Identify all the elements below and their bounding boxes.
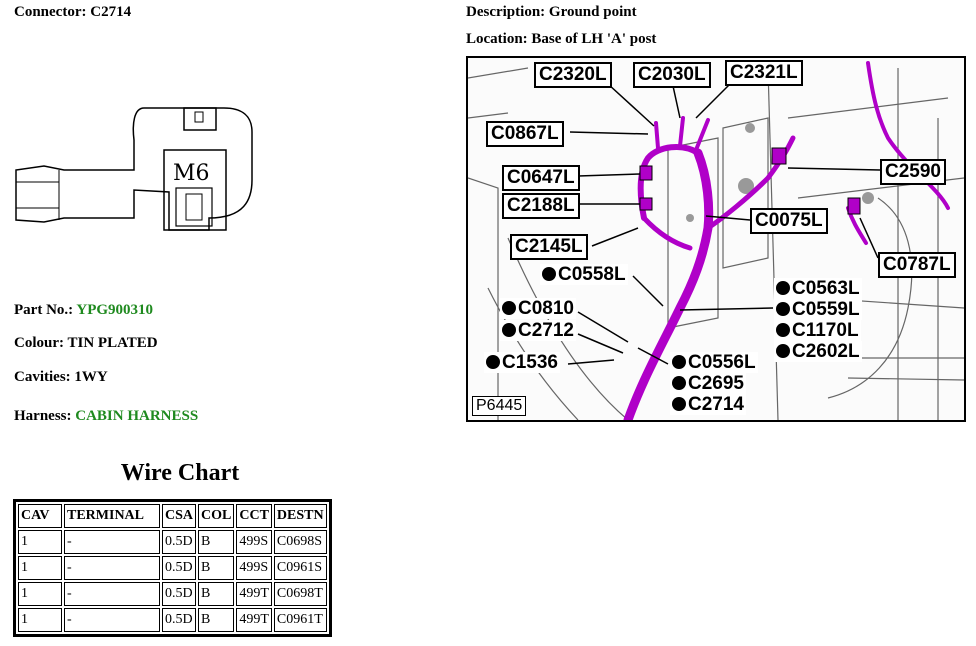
connector-line: Connector: C2714 bbox=[14, 4, 131, 21]
cell-destn: C0961S bbox=[273, 556, 327, 580]
cell-destn: C0961T bbox=[273, 608, 327, 632]
callout-c2320l: C2320L bbox=[534, 62, 612, 88]
cell-col: B bbox=[198, 608, 235, 632]
callout-c2188l: C2188L bbox=[502, 193, 580, 219]
dot-marker bbox=[776, 344, 790, 358]
cell-terminal: - bbox=[64, 608, 160, 632]
cell-destn: C0698S bbox=[273, 530, 327, 554]
callout-c2590: C2590 bbox=[880, 159, 946, 185]
colour-line: Colour: TIN PLATED bbox=[14, 335, 158, 352]
dot-marker bbox=[502, 301, 516, 315]
dot-marker bbox=[776, 323, 790, 337]
dot-marker bbox=[672, 355, 686, 369]
cell-cav: 1 bbox=[18, 608, 62, 632]
drawing-m6-text: M6 bbox=[173, 161, 210, 186]
wire-chart-table: CAV TERMINAL CSA COL CCT DESTN 1 - 0.5D … bbox=[13, 499, 332, 637]
plate-number: P6445 bbox=[472, 396, 527, 416]
location-illustration bbox=[468, 61, 964, 420]
cell-terminal: - bbox=[64, 556, 160, 580]
cell-col: B bbox=[198, 556, 235, 580]
part-label: Part No.: bbox=[14, 302, 74, 318]
location-value: Base of LH 'A' post bbox=[531, 31, 657, 47]
location-line: Location: Base of LH 'A' post bbox=[466, 31, 656, 48]
dot-marker bbox=[486, 355, 500, 369]
harness-label: Harness: bbox=[14, 408, 72, 424]
callout-c0787l: C0787L bbox=[878, 252, 956, 278]
dot-marker bbox=[502, 323, 516, 337]
cell-csa: 0.5D bbox=[162, 582, 197, 606]
cell-col: B bbox=[198, 530, 235, 554]
cell-cct: 499S bbox=[236, 530, 272, 554]
cell-cct: 499T bbox=[236, 608, 272, 632]
colour-value: TIN PLATED bbox=[67, 335, 158, 351]
cell-cav: 1 bbox=[18, 582, 62, 606]
dot-marker bbox=[542, 267, 556, 281]
cell-csa: 0.5D bbox=[162, 556, 197, 580]
dot-callout-c1536: C1536 bbox=[484, 352, 560, 373]
part-line: Part No.: YPG900310 bbox=[14, 302, 153, 319]
dot-callout-c0558l: C0558L bbox=[540, 264, 628, 285]
callout-c2030l: C2030L bbox=[633, 62, 711, 88]
dot-callout-c2712: C2712 bbox=[500, 320, 576, 341]
col-terminal: TERMINAL bbox=[64, 504, 160, 528]
cavities-label: Cavities: bbox=[14, 369, 71, 385]
harness-line: Harness: CABIN HARNESS bbox=[14, 408, 198, 425]
dot-callout-c1170l: C1170L bbox=[774, 320, 861, 341]
cell-cct: 499T bbox=[236, 582, 272, 606]
table-row: 1 - 0.5D B 499S C0961S bbox=[18, 556, 327, 580]
part-number-link[interactable]: YPG900310 bbox=[76, 302, 154, 318]
dot-marker bbox=[672, 376, 686, 390]
cell-col: B bbox=[198, 582, 235, 606]
dot-callout-c2602l: C2602L bbox=[774, 341, 862, 362]
dot-callout-c0563l: C0563L bbox=[774, 278, 862, 299]
callout-c2145l: C2145L bbox=[510, 234, 588, 260]
col-col: COL bbox=[198, 504, 235, 528]
harness-link[interactable]: CABIN HARNESS bbox=[75, 408, 199, 424]
cavities-line: Cavities: 1WY bbox=[14, 369, 108, 386]
table-row: 1 - 0.5D B 499S C0698S bbox=[18, 530, 327, 554]
description-line: Description: Ground point bbox=[466, 4, 637, 21]
cell-terminal: - bbox=[64, 530, 160, 554]
connector-label: Connector: bbox=[14, 4, 87, 20]
cell-terminal: - bbox=[64, 582, 160, 606]
col-csa: CSA bbox=[162, 504, 197, 528]
col-cct: CCT bbox=[236, 504, 272, 528]
col-destn: DESTN bbox=[273, 504, 327, 528]
dot-marker bbox=[776, 281, 790, 295]
cell-cav: 1 bbox=[18, 556, 62, 580]
dot-callout-c0810: C0810 bbox=[500, 298, 576, 319]
wire-chart-title: Wire Chart bbox=[120, 460, 240, 486]
location-photo: C2320L C2030L C2321L C0867L C2590 C0647L… bbox=[466, 56, 966, 422]
connector-value: C2714 bbox=[90, 4, 132, 20]
connector-drawing: M6 bbox=[15, 107, 253, 231]
callout-c0075l: C0075L bbox=[750, 208, 828, 234]
cell-cav: 1 bbox=[18, 530, 62, 554]
dot-callout-c0556l: C0556L bbox=[670, 352, 758, 373]
colour-label: Colour: bbox=[14, 335, 64, 351]
cell-csa: 0.5D bbox=[162, 530, 197, 554]
col-cav: CAV bbox=[18, 504, 62, 528]
callout-c0647l: C0647L bbox=[502, 165, 580, 191]
dot-marker bbox=[776, 302, 790, 316]
location-label: Location: bbox=[466, 31, 528, 47]
description-label: Description: bbox=[466, 4, 546, 20]
cell-csa: 0.5D bbox=[162, 608, 197, 632]
dot-callout-c0559l: C0559L bbox=[774, 299, 862, 320]
table-row: 1 - 0.5D B 499T C0698T bbox=[18, 582, 327, 606]
callout-c0867l: C0867L bbox=[486, 121, 564, 147]
dot-callout-c2714: C2714 bbox=[670, 394, 746, 415]
wire-chart-header-row: CAV TERMINAL CSA COL CCT DESTN bbox=[18, 504, 327, 528]
table-row: 1 - 0.5D B 499T C0961T bbox=[18, 608, 327, 632]
description-value: Ground point bbox=[548, 4, 637, 20]
dot-callout-c2695: C2695 bbox=[670, 373, 746, 394]
cell-destn: C0698T bbox=[273, 582, 327, 606]
dot-marker bbox=[672, 397, 686, 411]
callout-c2321l: C2321L bbox=[725, 60, 803, 86]
cavities-value: 1WY bbox=[74, 369, 108, 385]
cell-cct: 499S bbox=[236, 556, 272, 580]
